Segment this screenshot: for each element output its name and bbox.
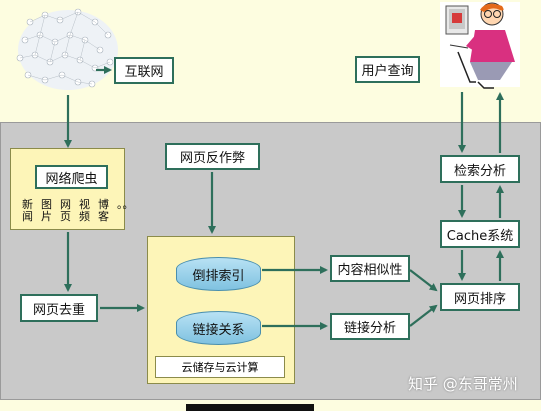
bottom-caption-bar xyxy=(186,404,314,411)
anti-cheat-label: 网页反作弊 xyxy=(179,151,245,166)
link-analysis-label: 链接分析 xyxy=(343,321,396,336)
crawler-type-item: 视频 xyxy=(79,198,90,223)
page-rank-label: 网页排序 xyxy=(453,291,506,307)
watermark: 知乎 @东哥常州 xyxy=(408,375,518,393)
inverted-index-database: 倒排索引 xyxy=(176,257,261,291)
inverted-index-label: 倒排索引 xyxy=(192,268,245,284)
user-query-label: 用户查询 xyxy=(361,64,414,79)
page-rank-node: 网页排序 xyxy=(440,283,520,311)
crawler-type-item: 新闻 xyxy=(22,198,33,223)
content-similarity-label: 内容相似性 xyxy=(337,263,403,278)
link-relation-label: 链接关系 xyxy=(192,322,245,338)
network-graph-icon xyxy=(16,8,118,90)
crawler-type-item: 。。 xyxy=(117,198,134,211)
user-query-node: 用户查询 xyxy=(355,56,420,83)
user-at-computer-icon xyxy=(440,2,520,89)
link-analysis-node: 链接分析 xyxy=(330,313,410,340)
cache-system-label: Cache系统 xyxy=(446,228,514,244)
anti-cheat-node: 网页反作弊 xyxy=(165,143,260,170)
crawler-type-item: 图片 xyxy=(41,198,52,223)
internet-label: 互联网 xyxy=(124,65,164,80)
dedup-label: 网页去重 xyxy=(32,302,85,318)
internet-node: 互联网 xyxy=(114,57,174,84)
crawler-node: 网络爬虫 xyxy=(35,165,108,189)
link-relation-database: 链接关系 xyxy=(176,311,261,345)
crawler-group xyxy=(10,148,125,230)
crawler-label: 网络爬虫 xyxy=(45,171,98,187)
content-similarity-node: 内容相似性 xyxy=(330,255,410,282)
search-analysis-node: 检索分析 xyxy=(440,155,520,183)
dedup-node: 网页去重 xyxy=(20,294,98,322)
search-analysis-label: 检索分析 xyxy=(453,163,506,179)
crawler-type-item: 网页 xyxy=(60,198,71,223)
cloud-storage-label: 云储存与云计算 xyxy=(181,361,259,374)
cloud-storage-label-box: 云储存与云计算 xyxy=(155,356,285,378)
crawler-types-list: 新闻 图片 网页 视频 博客 。。 xyxy=(22,198,134,223)
cache-system-node: Cache系统 xyxy=(440,220,520,248)
crawler-type-item: 博客 xyxy=(98,198,109,223)
